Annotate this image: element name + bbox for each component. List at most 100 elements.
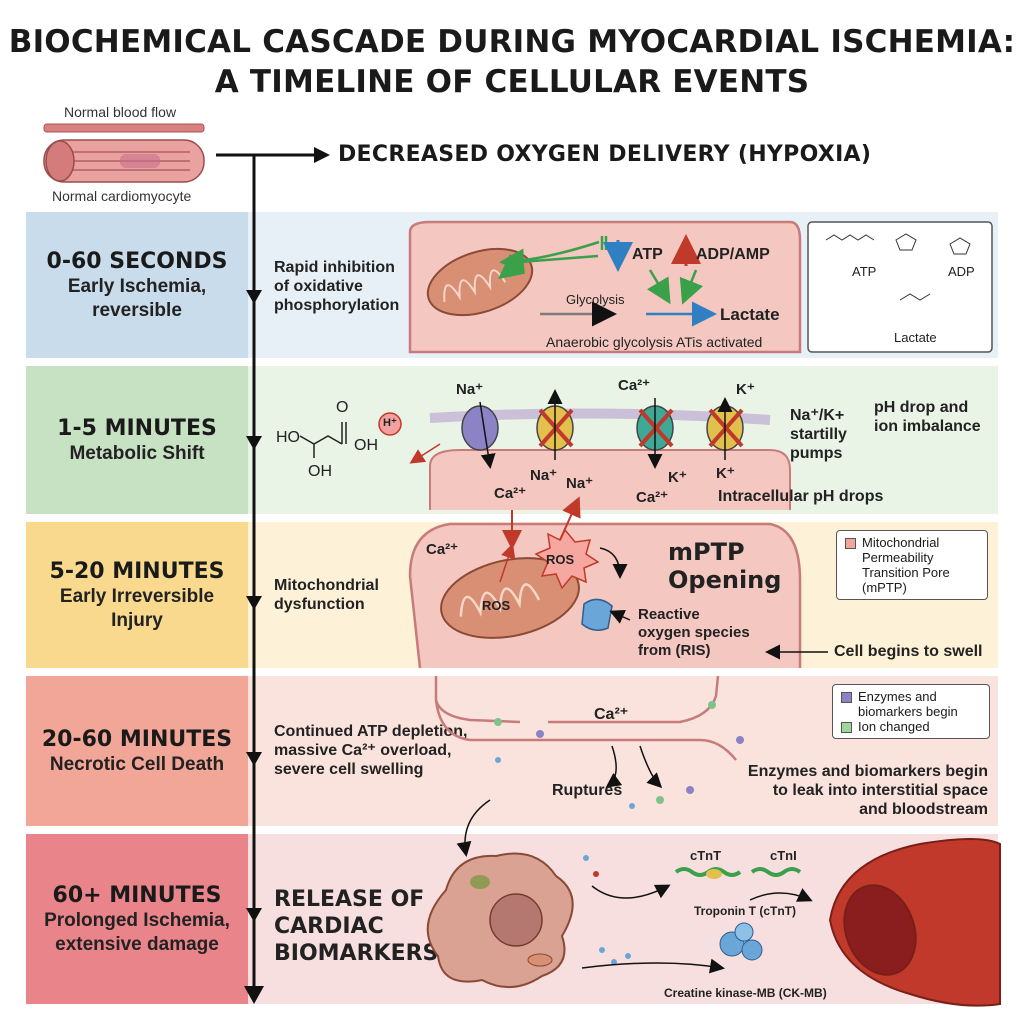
legend-line: (mPTP) [862,580,907,595]
pumps-label: Na⁺/K+ startilly pumps [790,406,847,463]
ischemic-cell-row1 [408,220,802,354]
lactate-label: Lactate [720,305,780,324]
mptp-line: mPTP [668,538,745,566]
troponin-molecules [674,867,802,879]
mptp-line: Opening [668,566,782,594]
reactive-line: from (RIS) [638,642,711,659]
stage-time: 60+ MINUTES [52,882,222,908]
pumps-line: startilly [790,426,847,443]
stage-time: 1-5 MINUTES [57,415,217,441]
na-mid-label: Na⁺ [530,467,558,484]
stage-subtitle-line: Metabolic Shift [69,442,205,464]
ph-drop-line: ion imbalance [874,418,981,435]
oh-label: OH [354,437,378,454]
swelling-cell-row3 [408,496,828,669]
stage-label: 0-60 SECONDS Early Ischemia, reversible [26,212,248,358]
hypoxia-heading: DECREASED OXYGEN DELIVERY (HYPOXIA) [338,142,872,167]
ca-top-label: Ca²⁺ [618,377,651,394]
na-top-label: Na⁺ [456,381,484,398]
k-bottom2-label: K⁺ [716,465,735,482]
stage-label: 5-20 MINUTES Early Irreversible Injury [26,522,248,668]
timeline-arrow [216,147,330,1004]
intracellular-ph-label: Intracellular pH drops [718,488,884,505]
troponin-label: Troponin T (cTnT) [694,904,796,918]
legend-line: Mitochondrial [862,535,940,550]
ctnt-label: cTnT [690,848,722,863]
k-bottom-label: K⁺ [668,469,687,486]
ck-mb-label: Creatine kinase-MB (CK-MB) [664,986,827,1000]
leak-label: Enzymes and biomarkers begin to leak int… [740,762,988,819]
stage-band [26,676,248,826]
legend-swatch [841,692,852,704]
h-ion-label: H⁺ [383,417,397,429]
stage-description: Continued ATP depletion, massive Ca²⁺ ov… [274,722,467,779]
stage-subtitle-line: Injury [111,609,163,631]
stage-subtitle-line: Early Irreversible [59,585,215,607]
ca-bottom-label: Ca²⁺ [494,485,527,502]
stage-band [26,834,248,1004]
glycolysis-label: Glycolysis [566,292,625,307]
normal-cardiomyocyte-label: Normal cardiomyocyte [52,188,192,204]
title-line-1: BIOCHEMICAL CASCADE DURING MYOCARDIAL IS… [8,24,1016,60]
title-line-2: A TIMELINE OF CELLULAR EVENTS [214,64,810,100]
desc-line: Continued ATP depletion, [274,723,468,740]
enzymes-legend: Enzymes and biomarkers begin Ion changed [832,684,990,739]
ruptures-label: Ruptures [552,782,623,799]
chemical-structures-box [807,221,993,353]
stage-subtitle-line: Early Ischemia, [67,275,207,297]
mptp-opening-label: mPTP Opening [668,538,781,594]
ctni-label: cTnI [770,848,797,863]
ros-mito-label: ROS [482,598,511,613]
stage-description: Mitochondrial dysfunction [274,576,379,614]
ruptured-cell-row4 [434,675,744,857]
reactive-oxygen-label: Reactive oxygen species from (RIS) [638,606,750,660]
desc-line: RELEASE OF [274,887,425,912]
stage-time: 20-60 MINUTES [41,726,233,752]
desc-line: Rapid inhibition [274,259,395,276]
oh-lower-label: OH [308,463,332,480]
ho-label: HO [276,429,300,446]
stage-subtitle-line: Necrotic Cell Death [49,753,225,775]
pumps-line: pumps [790,445,843,462]
cell-swell-label: Cell begins to swell [834,643,983,660]
stage-band [26,522,248,668]
mptp-legend: Mitochondrial Permeability Transition Po… [836,530,988,600]
stage-label: 20-60 MINUTES Necrotic Cell Death [26,676,248,826]
ca-row3-label: Ca²⁺ [426,541,459,558]
legend-line: Ion changed [858,719,930,734]
stage-band [26,212,248,358]
legend-line: Transition Pore [862,565,950,580]
legend-line: Enzymes and [858,689,937,704]
desc-line: dysfunction [274,596,365,613]
stage-subtitle-line: extensive damage [55,933,219,955]
ph-drop-line: pH drop and [874,399,969,416]
adp-structure-label: ADP [948,264,975,279]
atp-down-label: ATP [632,246,663,263]
leak-line: and bloodstream [859,801,988,818]
ros-burst-label: ROS [546,552,575,567]
atp-structure-label: ATP [852,264,877,279]
ph-drop-label: pH drop and ion imbalance [874,398,981,436]
necrotic-cell-row5 [426,852,813,989]
desc-line: severe cell swelling [274,761,424,778]
stage-label: 60+ MINUTES Prolonged Ischemia, extensiv… [26,834,248,1004]
stage-subtitle-line: Prolonged Ischemia, [44,909,230,931]
ca-bottom2-label: Ca²⁺ [636,489,669,506]
desc-line: Mitochondrial [274,577,379,594]
leak-line: to leak into interstitial space [772,782,988,799]
desc-line: phosphorylation [274,297,400,314]
stage-band [26,366,248,514]
stage-description: RELEASE OF CARDIAC BIOMARKERS [274,886,438,967]
stage-subtitle-line: reversible [92,299,182,321]
desc-line: of oxidative [274,278,363,295]
ck-mb-molecule [719,922,763,961]
lactate-structure-label: Lactate [894,330,937,345]
stage-description: Rapid inhibition of oxidative phosphoryl… [274,258,399,315]
desc-line: BIOMARKERS [274,941,439,966]
oxygen-label: O [336,399,349,416]
k-top-label: K⁺ [736,381,755,398]
lactic-acid-structure [299,412,441,464]
stage-time: 0-60 SECONDS [46,248,228,274]
